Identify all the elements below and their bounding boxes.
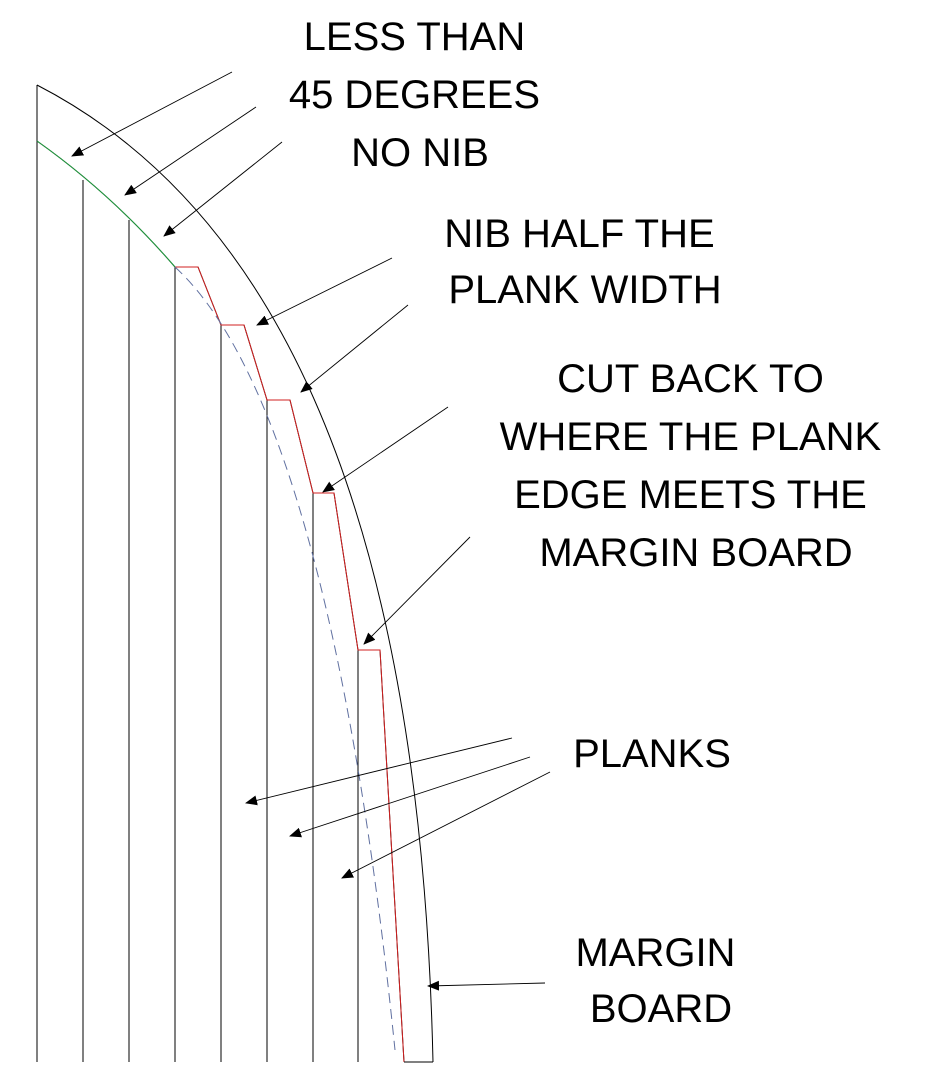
label-cut-back: CUT BACK TO WHERE THE PLANK EDGE MEETS T… xyxy=(500,357,893,575)
tangent-edge xyxy=(36,140,176,268)
leader-arrow xyxy=(322,406,449,493)
label-line: NIB HALF THE xyxy=(444,212,714,256)
label-line: PLANKS xyxy=(573,732,731,776)
leader-arrow-margin-board xyxy=(427,980,546,991)
label-line: MARGIN BOARD xyxy=(539,531,852,575)
margin-board-outer-curve xyxy=(36,84,434,1063)
label-line: PLANK WIDTH xyxy=(448,268,721,312)
leader-arrow xyxy=(163,141,283,237)
leader-arrow xyxy=(256,257,393,326)
leaders-cut-back xyxy=(322,406,471,645)
label-line: BOARD xyxy=(590,987,732,1031)
leader-arrow xyxy=(71,71,233,157)
leaders-no-nib xyxy=(71,71,283,237)
label-line: MARGIN xyxy=(575,931,735,975)
label-line: LESS THAN xyxy=(304,15,526,59)
leaders-nib-half xyxy=(256,257,409,393)
leader-arrow xyxy=(341,771,551,879)
label-line: WHERE THE PLANK xyxy=(500,415,882,459)
leader-arrow xyxy=(124,106,257,196)
label-line: 45 DEGREES xyxy=(289,73,540,117)
nib-edge-highlight xyxy=(175,266,405,1063)
leader-arrow xyxy=(300,304,409,393)
label-no-nib: LESS THAN 45 DEGREES NO NIB xyxy=(289,15,551,175)
label-line: NO NIB xyxy=(351,131,489,175)
label-line: EDGE MEETS THE xyxy=(514,473,867,517)
label-planks: PLANKS xyxy=(573,732,731,776)
label-line: CUT BACK TO xyxy=(557,357,824,401)
plank-edge-reference-curve xyxy=(174,266,396,1051)
plank-lines xyxy=(36,85,359,1062)
leader-arrow xyxy=(363,536,471,645)
leaders-planks xyxy=(245,737,551,879)
leader-arrow xyxy=(289,756,531,838)
leader-arrow xyxy=(245,737,513,806)
label-margin-board: MARGIN BOARD xyxy=(575,931,746,1031)
label-nib-half: NIB HALF THE PLANK WIDTH xyxy=(444,212,726,312)
